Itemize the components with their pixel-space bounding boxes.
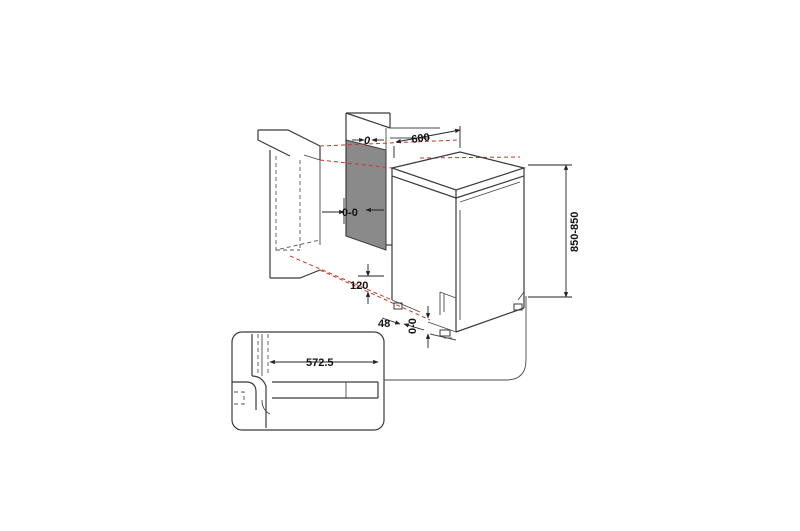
depth-dimension <box>393 126 461 158</box>
guide-lines <box>289 139 521 321</box>
left-cabinet <box>257 129 321 279</box>
feet <box>393 302 523 337</box>
plinth-height-label: 120 <box>350 280 368 292</box>
detail-box <box>231 331 385 431</box>
height-label: 850-850 <box>569 212 581 252</box>
side-gap-dimension <box>322 198 384 224</box>
plinth-height-dimension <box>358 264 384 304</box>
dishwasher <box>389 151 527 341</box>
plinth-depth-dimension <box>381 317 425 331</box>
detail-length-label: 572.5 <box>306 357 334 369</box>
height-dimension <box>528 164 572 298</box>
detail-connector-line <box>384 296 527 381</box>
foot-adjust-label: 0-0 <box>407 318 419 334</box>
side-gap-label: 0-0 <box>342 207 358 219</box>
depth-label: 600 <box>411 132 431 146</box>
plinth-depth-label: 48 <box>378 318 390 330</box>
side-panel <box>345 112 440 251</box>
top-gap-label: 0 <box>364 135 371 147</box>
